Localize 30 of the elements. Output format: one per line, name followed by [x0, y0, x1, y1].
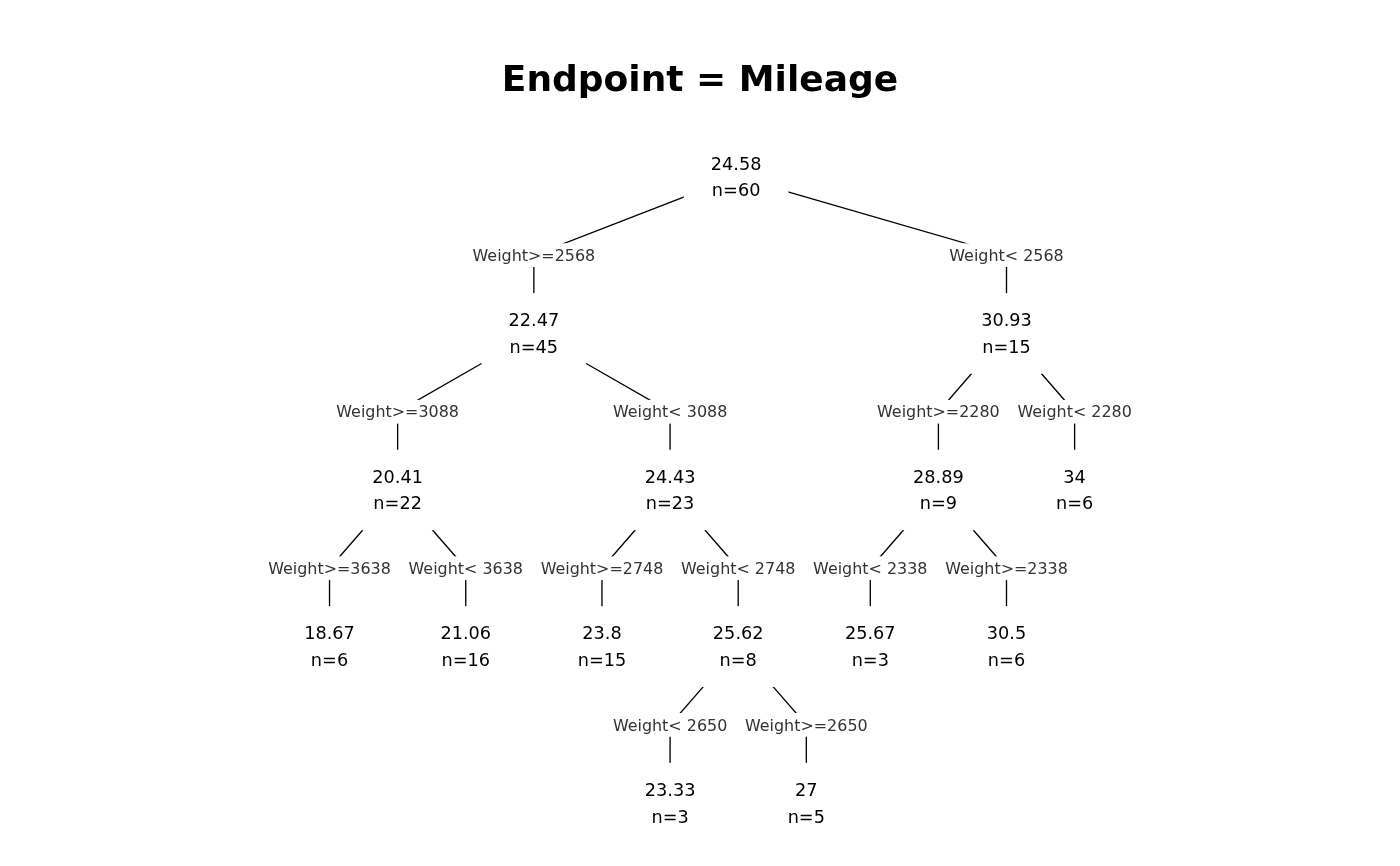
- node-text: 23.33 n=3: [644, 779, 696, 827]
- node-text: 24.58 n=60: [710, 153, 762, 201]
- node-text: 25.62 n=8: [712, 622, 764, 671]
- node-text: 22.47 n=45: [508, 309, 560, 358]
- edge-label: Weight>=3638: [268, 558, 391, 578]
- edge-label: Weight>=3088: [336, 402, 459, 422]
- edge-label: Weight< 2650: [612, 715, 728, 735]
- node-text: 18.67 n=6: [304, 622, 355, 671]
- node-text: 34 n=6: [1055, 466, 1094, 514]
- node-text: 21.06 n=16: [440, 622, 492, 671]
- node-text: 24.43 n=23: [644, 466, 696, 514]
- edge-label: Weight>=2280: [877, 402, 1000, 422]
- edge-label: Weight< 3088: [612, 402, 728, 422]
- node-text: 28.89 n=9: [913, 466, 964, 514]
- node-text: 27 n=5: [787, 779, 825, 827]
- node-text: 30.5 n=6: [986, 622, 1027, 671]
- edge-label: Weight< 3638: [408, 558, 523, 578]
- chart-title: Endpoint = Mileage: [500, 58, 900, 99]
- edge-label: Weight< 2280: [1017, 402, 1132, 422]
- edge-label: Weight< 2568: [949, 245, 1064, 265]
- node-text: 20.41 n=22: [372, 466, 423, 514]
- edge-label: Weight>=2338: [945, 558, 1068, 578]
- edge-label: Weight< 2748: [681, 558, 796, 578]
- node-text: 25.67 n=3: [844, 622, 896, 671]
- node-text: 30.93 n=15: [981, 309, 1032, 358]
- edge-label: Weight>=2650: [744, 715, 868, 735]
- node-text: 23.8 n=15: [577, 622, 627, 671]
- edge-label: Weight>=2748: [540, 558, 664, 578]
- edge-label: Weight>=2568: [472, 245, 596, 265]
- edge-label: Weight< 2338: [813, 558, 928, 578]
